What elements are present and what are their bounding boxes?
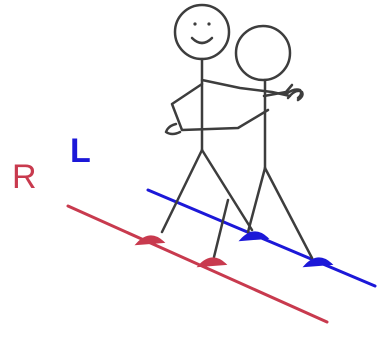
right-lane-line <box>66 204 329 324</box>
back-figure-arm <box>262 83 294 98</box>
back-stick-figure <box>234 24 314 260</box>
back-figure-right-leg <box>263 166 314 260</box>
front-figure-lower-arm <box>170 82 270 132</box>
left-line-label: L <box>70 132 91 170</box>
front-stick-figure <box>160 3 304 259</box>
front-figure-right-leg <box>200 148 254 232</box>
blue-foot-left <box>238 231 270 242</box>
back-figure-head <box>234 24 292 82</box>
front-figure-left-eye <box>193 22 197 26</box>
front-figure-right-eye <box>207 22 211 26</box>
front-figure-left-leg <box>160 148 204 234</box>
right-line-label: R <box>12 158 37 196</box>
front-figure-smile <box>190 36 214 45</box>
blue-foot-right <box>302 257 334 268</box>
front-figure-head <box>173 3 231 61</box>
front-figure-hand-on-shoulder <box>286 89 304 102</box>
back-figure-left-leg <box>246 166 267 234</box>
front-figure-hand-low <box>164 122 182 136</box>
front-figure-right-foot-link <box>212 198 230 259</box>
red-foot-right <box>196 257 228 268</box>
front-figure-arm-over-shoulder <box>200 78 292 98</box>
red-foot-left <box>134 235 166 246</box>
